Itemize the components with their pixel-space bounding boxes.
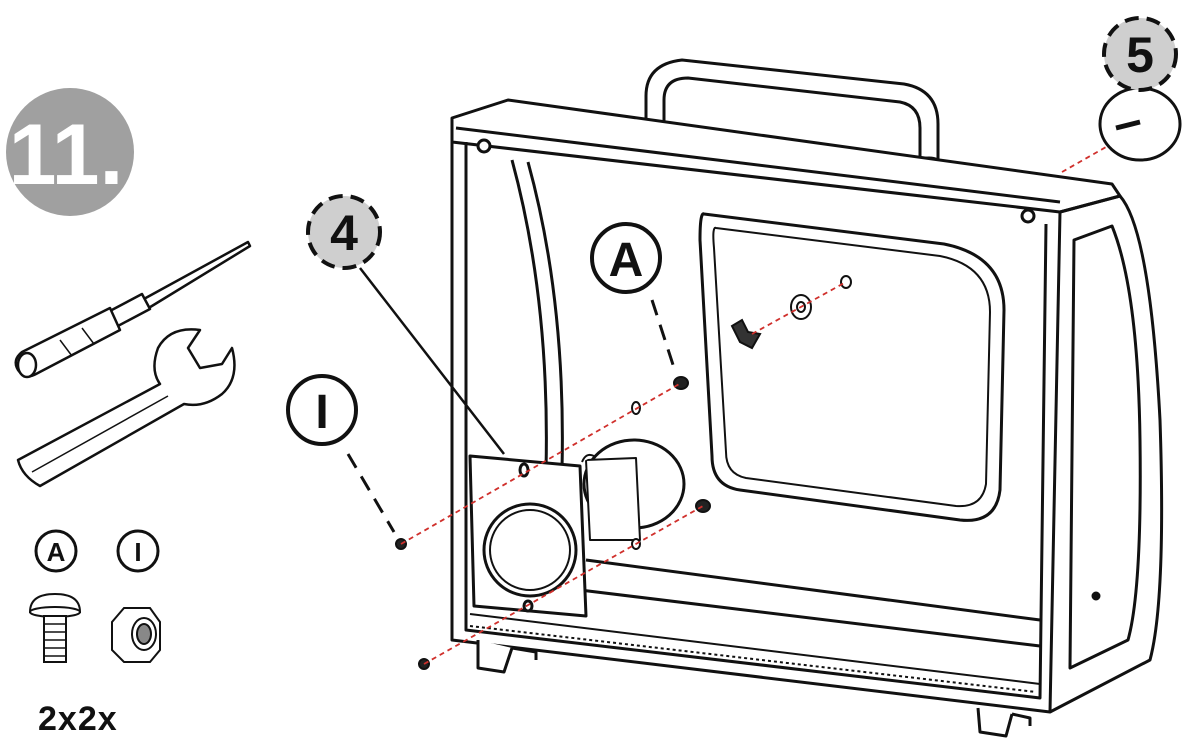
wrench-icon (16, 328, 236, 488)
callout-5: 5 (1102, 16, 1178, 92)
svg-text:A: A (47, 537, 66, 567)
case-body (450, 58, 1164, 738)
window-fasteners (730, 275, 852, 350)
leader-lines (346, 299, 678, 533)
step-number: 11. (9, 107, 124, 203)
bolt-icon (28, 592, 82, 663)
part-4-leader (359, 267, 505, 455)
part-5-cap (1098, 86, 1182, 162)
hole-marks (631, 401, 641, 550)
callout-i: I (286, 374, 358, 446)
quantity-label: 2x2x (38, 700, 118, 738)
svg-text:I: I (315, 386, 328, 439)
nut-icon (111, 607, 161, 663)
svg-text:4: 4 (330, 205, 358, 261)
svg-text:5: 5 (1126, 27, 1154, 83)
legend-nut: I (111, 529, 161, 663)
callout-4: 4 (306, 194, 382, 270)
svg-text:A: A (609, 234, 644, 287)
svg-text:I: I (134, 537, 141, 567)
legend-bolt: A (28, 529, 82, 663)
callout-a: A (590, 222, 662, 294)
port-plate (468, 438, 686, 618)
step-badge: 11. (6, 88, 134, 216)
screwdriver-icon (14, 240, 252, 379)
